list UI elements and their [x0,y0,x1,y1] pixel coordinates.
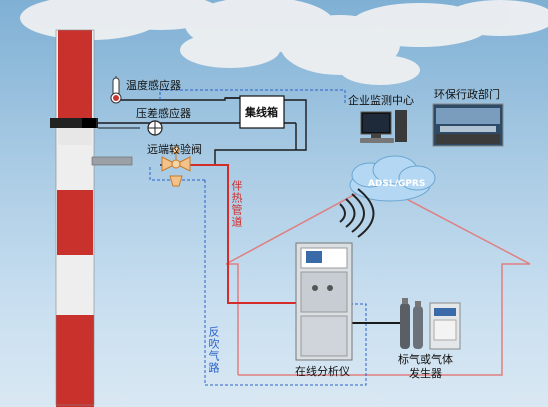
junction-box [239,95,285,129]
backflush-label: 反吹气路 [207,326,220,374]
gas-generator-label: 标气或气体发生器 [398,353,453,380]
junction-box-label: 集线箱 [245,106,278,119]
control-room-image [432,103,504,147]
analyzer-cabinet [295,242,353,361]
thermometer-icon [110,77,122,104]
enterprise-center-label: 企业监测中心 [348,94,414,107]
pressure-gauge-icon [147,120,163,136]
temperature-sensor-label: 温度感应器 [126,79,181,92]
wifi-signal-icon [339,188,375,238]
network-label: ADSL/GPRS [368,179,426,189]
analyzer-label: 在线分析仪 [295,365,350,378]
house-outline [225,182,531,376]
chimney [50,29,98,407]
env-department-label: 环保行政部门 [434,88,500,101]
heat-pipe-line [190,164,296,304]
valve-icon [161,146,191,187]
sample-probe [91,156,133,166]
computer-icon [360,110,407,143]
remote-valve-label: 远端较验阀 [147,143,202,156]
smoke-plume [20,0,548,85]
heat-pipe-label: 伴热管道 [230,180,243,228]
cloud-icon [349,155,436,202]
gas-cylinder-icon [400,298,423,349]
gas-generator [429,302,461,350]
pressure-sensor-label: 压差感应器 [136,107,191,120]
